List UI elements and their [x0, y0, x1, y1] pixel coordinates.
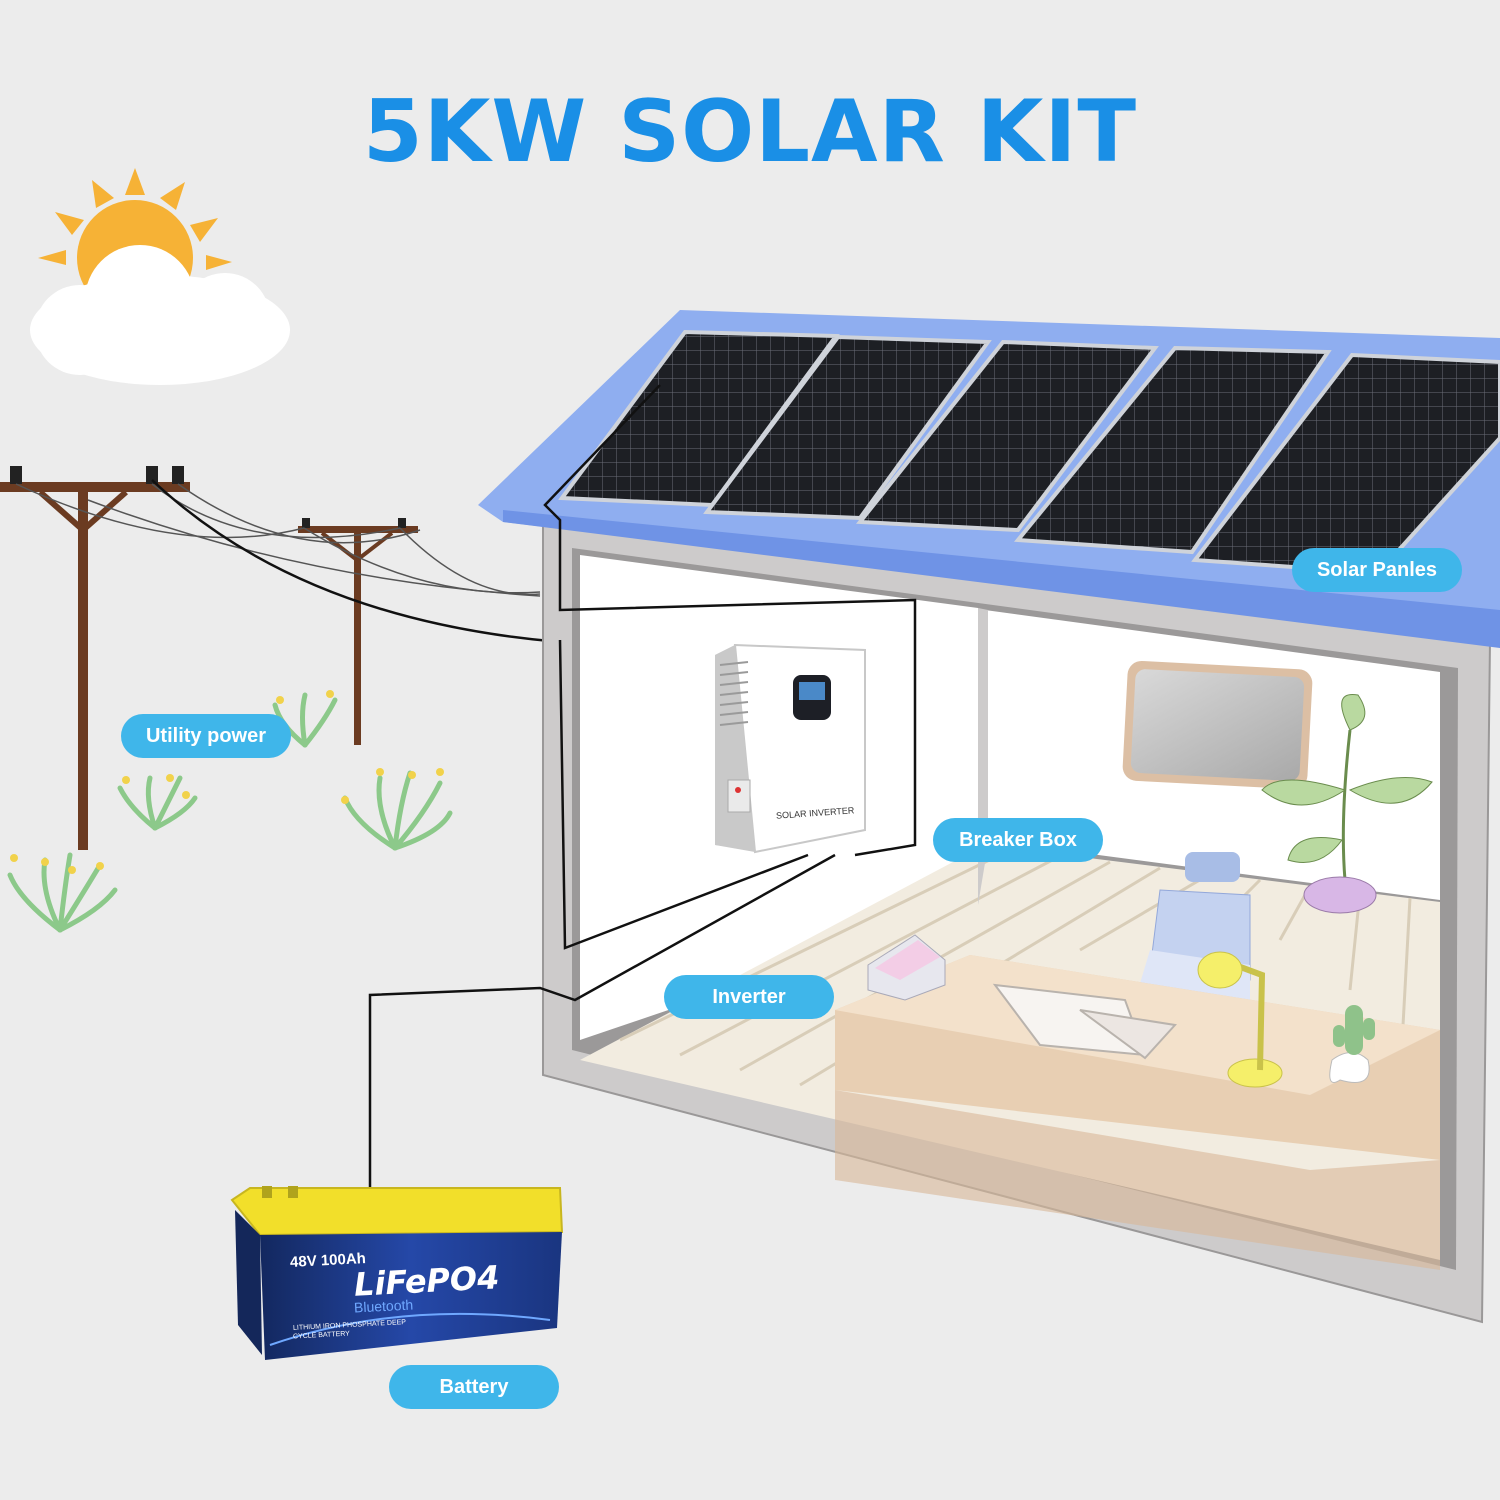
- solar-panels: [558, 329, 1500, 576]
- utility-pole-far: [298, 518, 418, 745]
- page-title: 5KW SOLAR KIT: [362, 82, 1138, 182]
- roof-edge: [503, 510, 1500, 648]
- mirror: [1122, 660, 1313, 790]
- inverter-unit: [715, 643, 866, 854]
- utility-cable: [151, 479, 561, 644]
- label-battery: Battery: [389, 1365, 559, 1409]
- battery-chemistry: LiFePO4: [353, 1258, 501, 1304]
- battery-bluetooth: Bluetooth: [353, 1296, 414, 1316]
- wiring: [368, 384, 917, 1192]
- flower-dots: [10, 690, 444, 874]
- grass-tufts: [7, 692, 453, 933]
- printer: [867, 934, 946, 1001]
- cactus: [1329, 1005, 1375, 1083]
- label-inverter: Inverter: [664, 975, 834, 1019]
- cloud-icon: [30, 245, 290, 385]
- label-breaker-box: Breaker Box: [933, 818, 1103, 862]
- label-solar-panels: Solar Panles: [1292, 548, 1462, 592]
- battery: [230, 1186, 564, 1360]
- label-utility-power: Utility power: [121, 714, 291, 758]
- power-lines: [15, 483, 541, 597]
- desk-lamp: [1197, 951, 1283, 1088]
- utility-pole-near: [0, 466, 190, 850]
- plant: [1261, 693, 1433, 914]
- laptop: [992, 983, 1177, 1060]
